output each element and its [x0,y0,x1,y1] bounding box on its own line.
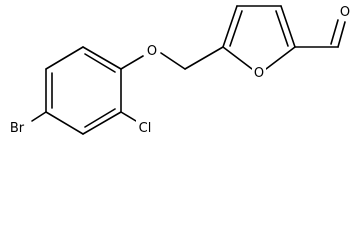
atom-bromine: Br [6,118,28,136]
bond-f-c2-o [265,46,296,70]
bond-f-o-c5 [222,46,253,70]
bond-ring-chlorine [120,111,137,122]
double-bond-cho-co [330,19,339,45]
furan-ring [222,5,296,70]
atom-furan-oxygen: O [252,64,266,81]
bond-ring-bromine [31,111,47,122]
double-bond-inner-1 [84,53,116,73]
bond-ch2-furan [184,46,224,70]
benzene-ring [45,46,122,135]
bond-f-c3-c2 [280,5,296,48]
structure-diagram: O O O Cl Br [6,3,352,136]
double-bond-f-c3-c2 [275,10,289,47]
aldehyde-oxygen-label: O [340,5,350,20]
bond-ring-ether-o [120,55,144,70]
bond-c3-c4 [82,111,122,135]
double-bond-f-c5-c4 [229,10,243,47]
bond-c1-c2 [82,46,122,70]
molecule-drawing: O O O Cl Br [6,3,352,136]
bond-f-c5-c4 [222,5,238,48]
atom-ether-oxygen: O [145,42,159,59]
bond-cho-co [337,21,346,48]
bromine-label: Br [10,121,25,136]
bond-ether-o-ch2 [160,52,186,70]
bond-c6-c1 [45,46,84,70]
furan-oxygen-label: O [254,66,264,81]
atom-chlorine: Cl [136,118,154,136]
bond-c4-c5 [45,111,84,135]
ether-oxygen-label: O [147,44,157,59]
double-bond-inner-2 [84,108,116,128]
chlorine-label: Cl [139,121,152,136]
atom-aldehyde-oxygen: O [338,3,352,20]
